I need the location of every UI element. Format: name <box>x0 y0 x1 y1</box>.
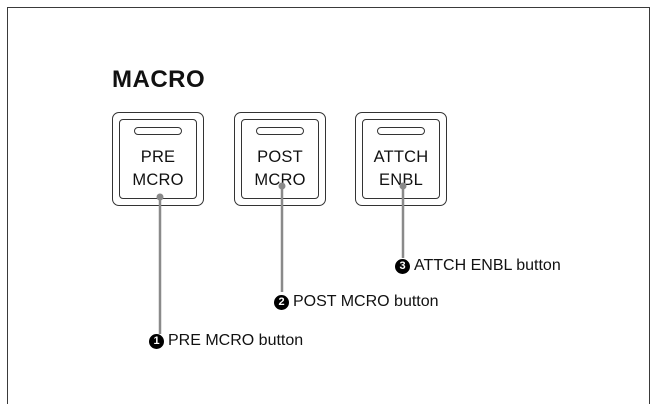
pre-mcro-lamp <box>134 127 182 135</box>
attch-enbl-label-line2: ENBL <box>379 171 423 189</box>
section-title: MACRO <box>112 66 206 93</box>
number-badge-3: 3 <box>395 258 410 274</box>
leader-dot-attch-enbl <box>399 182 407 190</box>
attch-enbl-label-line1: ATTCH <box>373 148 429 166</box>
post-mcro-button[interactable]: POST MCRO <box>234 112 326 206</box>
figure-frame <box>7 7 650 404</box>
attch-enbl-lamp <box>377 127 425 135</box>
post-mcro-label-line2: MCRO <box>254 171 306 189</box>
leader-dot-pre-mcro <box>156 193 164 201</box>
pre-mcro-label-line2: MCRO <box>132 171 184 189</box>
pre-mcro-button-face: PRE MCRO <box>119 119 197 199</box>
post-mcro-label-line1: POST <box>257 148 303 166</box>
callout-attch-enbl: 3 ATTCH ENBL button <box>395 256 561 276</box>
callout-post-mcro-label: POST MCRO button <box>293 293 439 310</box>
leader-dot-post-mcro <box>278 182 286 190</box>
pre-mcro-label-line1: PRE <box>140 148 176 166</box>
callout-pre-mcro: 1 PRE MCRO button <box>149 331 303 351</box>
pre-mcro-button[interactable]: PRE MCRO <box>112 112 204 206</box>
callout-post-mcro: 2 POST MCRO button <box>274 292 439 312</box>
number-badge-1: 1 <box>149 333 164 349</box>
callout-pre-mcro-label: PRE MCRO button <box>168 332 304 349</box>
post-mcro-lamp <box>256 127 304 135</box>
attch-enbl-button[interactable]: ATTCH ENBL <box>355 112 447 206</box>
number-badge-2: 2 <box>274 294 289 310</box>
callout-attch-enbl-label: ATTCH ENBL button <box>414 257 561 274</box>
